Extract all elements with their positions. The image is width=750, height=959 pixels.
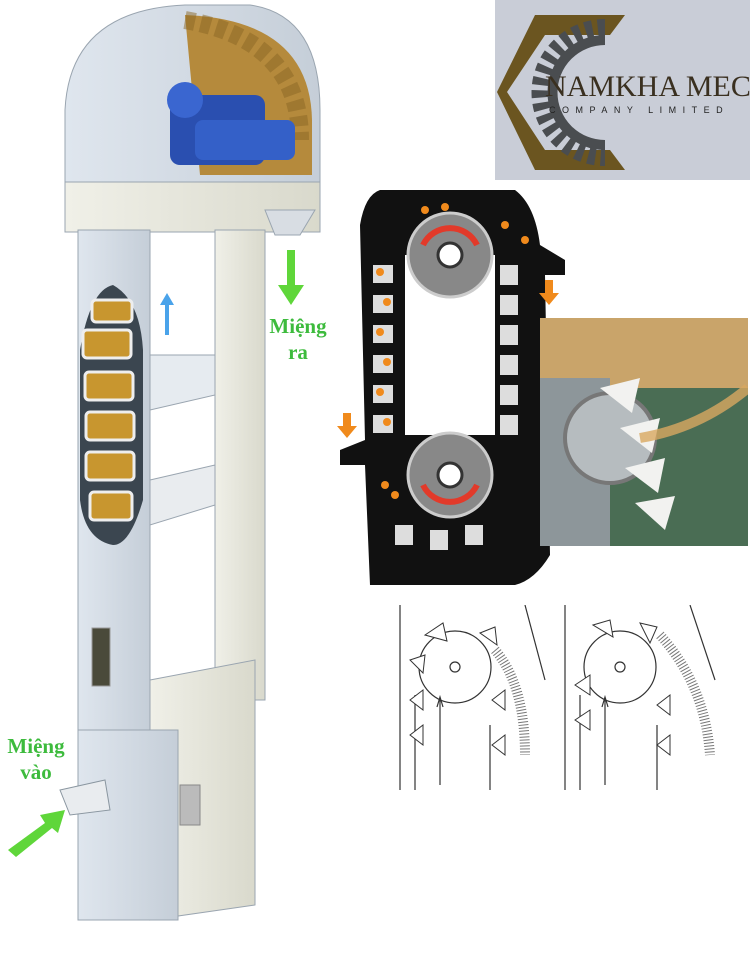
down-leg [214,229,266,701]
inlet-label-line1: Miệng [7,734,65,758]
inspection-window [91,627,111,687]
gear-logo-icon [497,15,625,170]
outlet-label: Miệng ra [262,313,334,365]
inlet-label-line2: vào [20,760,52,784]
outlet-label-line1: Miệng [269,314,327,338]
discharge-line-drawings [399,605,716,790]
motor [167,82,295,165]
cutaway-buckets [80,285,143,545]
outlet-label-line2: ra [288,340,308,364]
company-logo: NAMKHA MEC COMPANY LIMITED [495,0,750,180]
rotation-arrow-icon [420,225,480,247]
rotation-arrow-icon [420,483,480,505]
discharge-photo [540,318,748,546]
feed-arrow-icon [337,413,357,438]
elevator-boot [59,659,256,921]
logo-subtitle: COMPANY LIMITED [549,105,730,115]
discharge-arrow-icon [539,280,559,305]
inlet-chute [59,779,111,816]
inlet-arrow-icon [8,810,65,857]
outlet-arrow-icon [278,250,304,305]
up-arrow-icon [160,293,174,335]
elevator-schematic [337,190,565,585]
inlet-label: Miệng vào [0,733,72,785]
bucket-elevator-illustration [8,4,321,921]
logo-name: NAMKHA MEC [545,70,750,103]
